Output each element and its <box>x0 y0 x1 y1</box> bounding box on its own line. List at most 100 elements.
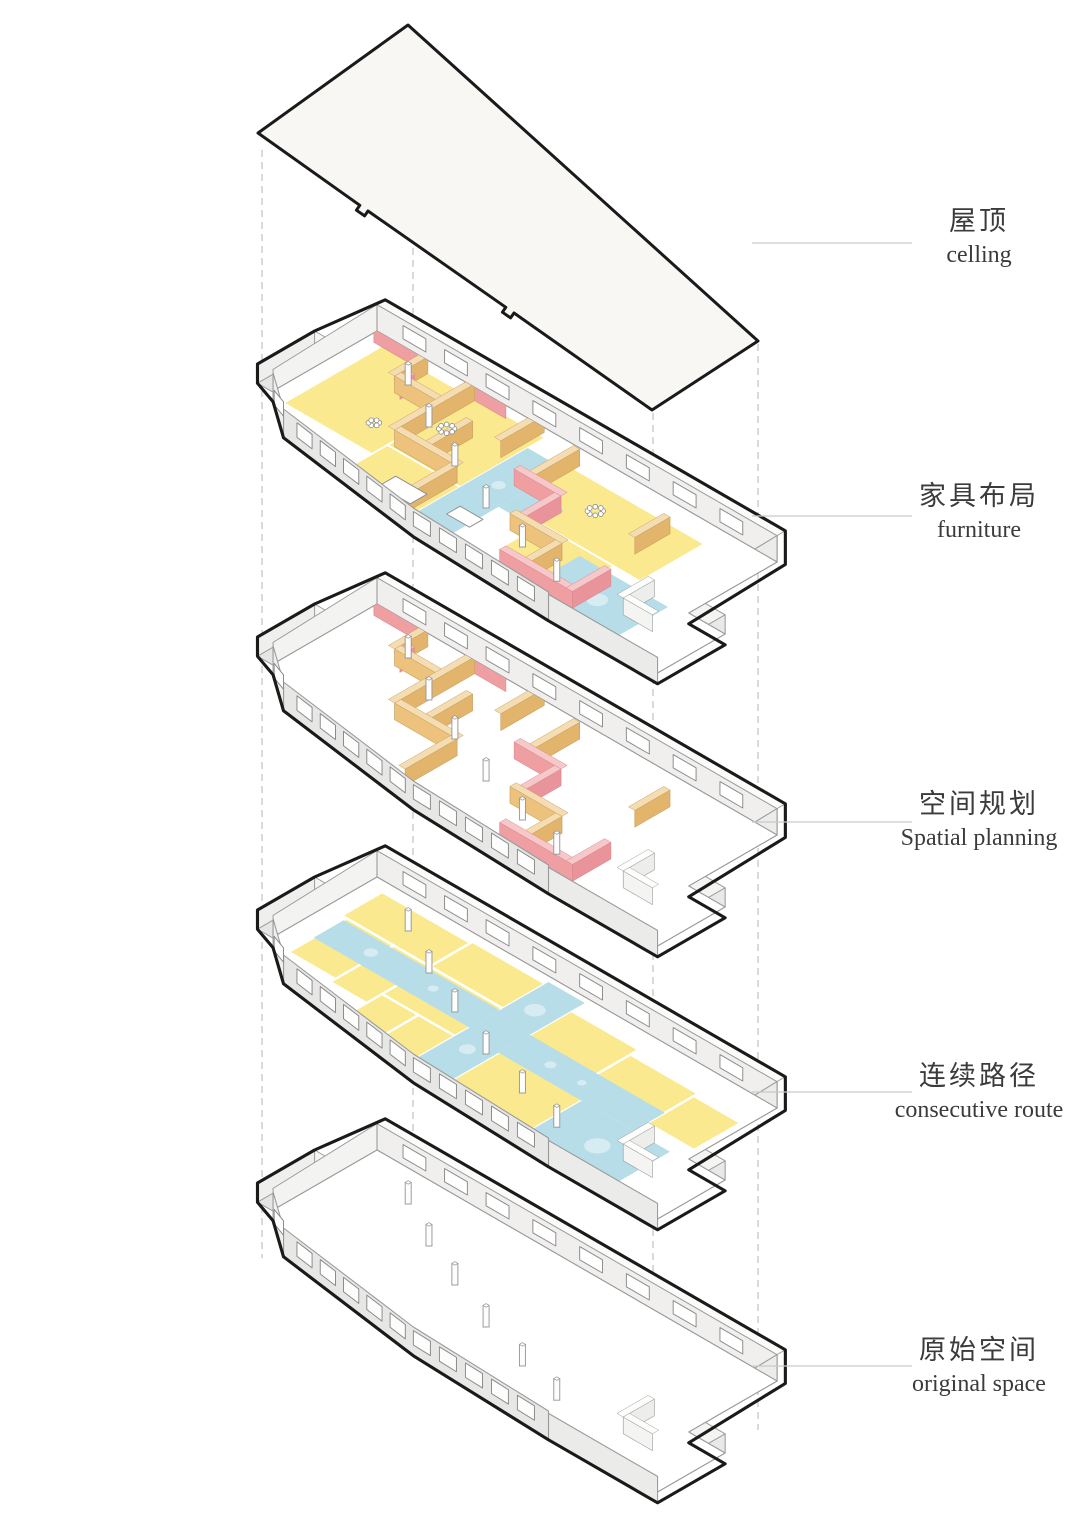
window <box>366 1294 383 1322</box>
window <box>412 1330 431 1357</box>
window <box>672 1027 697 1055</box>
column <box>425 677 433 701</box>
column-top <box>451 1261 459 1266</box>
label-ceiling-en: celling <box>946 242 1012 268</box>
window <box>273 662 285 690</box>
window <box>444 349 468 377</box>
label-furniture-en: furniture <box>937 517 1021 543</box>
layer-shell <box>255 1117 787 1505</box>
window <box>532 673 557 701</box>
route-circle <box>458 1044 476 1055</box>
column-top <box>404 907 412 912</box>
column <box>425 950 433 974</box>
label-ceiling-zh: 屋顶 <box>949 206 1009 236</box>
window <box>532 1219 557 1247</box>
chair <box>443 421 450 428</box>
window <box>438 1073 457 1100</box>
chair <box>597 511 604 517</box>
chair <box>443 430 450 436</box>
window <box>273 389 285 417</box>
window <box>464 1089 483 1116</box>
wall-top <box>513 465 568 497</box>
window <box>402 871 427 899</box>
layer-roof <box>256 23 760 412</box>
window <box>366 1021 383 1049</box>
layer-overlay-spatial <box>373 604 671 882</box>
wall-top <box>565 565 612 592</box>
window <box>343 1276 360 1304</box>
window <box>319 1259 336 1287</box>
column-top <box>553 1376 561 1381</box>
route-circle <box>576 1080 587 1086</box>
label-original: 原始空间 original space <box>849 1334 1080 1399</box>
chair <box>586 505 593 511</box>
column <box>482 1304 490 1328</box>
table <box>446 505 484 528</box>
column <box>451 989 459 1013</box>
shell-outline <box>255 298 787 686</box>
label-furniture-zh: 家具布局 <box>919 481 1039 511</box>
column-top <box>553 1103 561 1108</box>
window <box>532 400 557 428</box>
window <box>485 373 510 401</box>
window <box>389 1312 406 1340</box>
column-top <box>451 988 459 993</box>
window <box>343 1003 360 1031</box>
window <box>516 1121 535 1148</box>
column <box>451 443 459 467</box>
column-top <box>519 796 526 801</box>
window <box>625 454 650 482</box>
wall-top <box>623 1413 659 1435</box>
window <box>296 1241 313 1269</box>
window <box>579 1246 603 1274</box>
window <box>579 973 603 1001</box>
chair <box>373 422 380 429</box>
window <box>444 622 468 650</box>
window <box>366 748 383 776</box>
window <box>296 422 313 450</box>
wall-top <box>628 513 671 538</box>
table <box>378 475 428 505</box>
column <box>482 758 490 782</box>
window <box>464 543 483 570</box>
column <box>482 485 490 509</box>
column-top <box>482 757 490 762</box>
label-furniture: 家具布局 furniture <box>849 480 1080 545</box>
route-circle <box>427 985 439 992</box>
window <box>389 766 406 794</box>
route-circle <box>524 1003 546 1017</box>
column <box>451 1262 459 1286</box>
column-top <box>482 1303 490 1308</box>
chair <box>597 505 604 511</box>
column <box>451 716 459 740</box>
column-top <box>553 830 561 835</box>
window <box>491 1378 509 1405</box>
window <box>444 895 468 923</box>
column-top <box>519 1342 526 1347</box>
wall-top <box>616 1122 655 1145</box>
window <box>719 1054 744 1082</box>
window <box>625 727 650 755</box>
label-ceiling: 屋顶 celling <box>849 205 1080 270</box>
window <box>579 427 603 455</box>
column-top <box>482 484 490 489</box>
column-top <box>451 715 459 720</box>
wall-top <box>509 782 569 817</box>
column <box>553 1105 561 1128</box>
wall-top <box>628 786 671 811</box>
wall-top <box>513 738 568 770</box>
window <box>319 986 336 1014</box>
chair <box>592 503 599 510</box>
label-route-en: consecutive route <box>894 1097 1064 1123</box>
wall-top <box>565 838 612 865</box>
chair <box>449 428 455 435</box>
window <box>412 511 431 538</box>
chair <box>438 422 444 429</box>
column-top <box>425 949 433 954</box>
window <box>516 575 535 602</box>
wall-top <box>394 699 464 740</box>
column <box>518 797 526 821</box>
chair <box>449 422 455 429</box>
window <box>719 508 744 536</box>
